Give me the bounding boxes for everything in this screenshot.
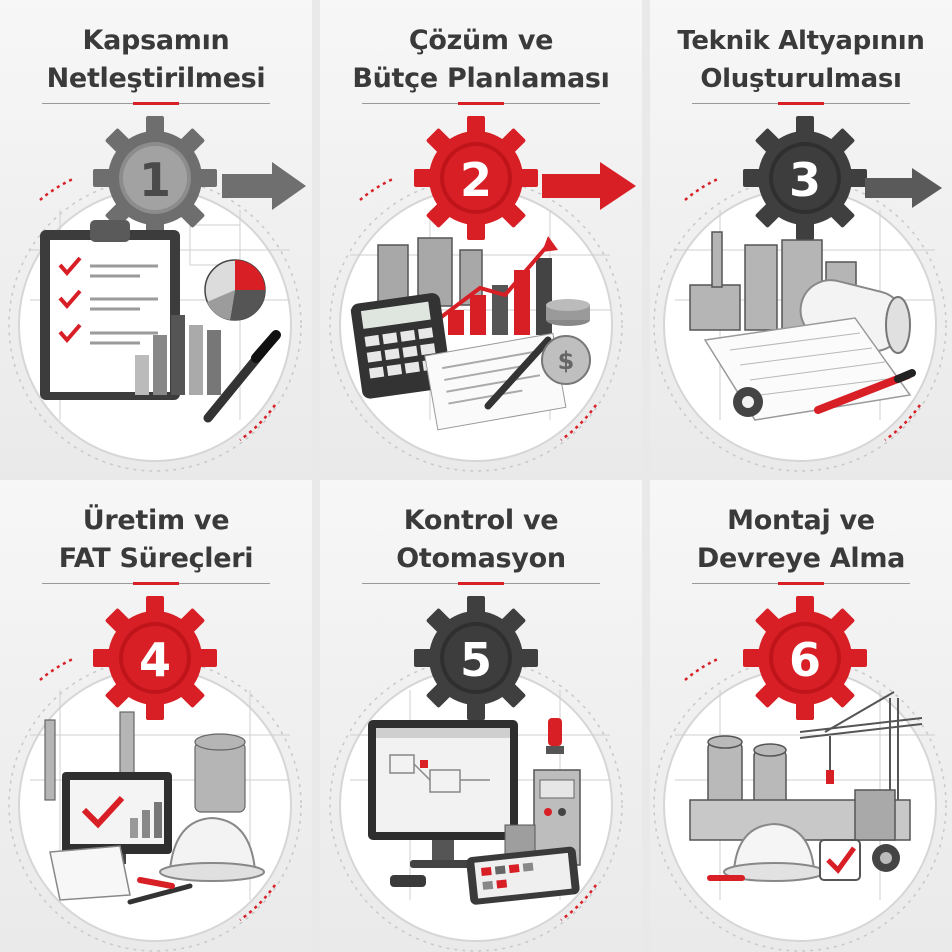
title-divider	[42, 582, 270, 585]
title-divider	[362, 582, 600, 585]
step-number: 4	[139, 633, 171, 687]
title-divider	[692, 102, 910, 105]
dollar-coin-icon: $	[541, 299, 591, 385]
title-divider	[42, 102, 270, 105]
step-title-line1: Üretim ve	[82, 505, 230, 536]
hard-hat-icon	[159, 816, 265, 882]
step-title: Kapsamın Netleştirilmesi	[0, 22, 312, 98]
step-illustration: 6	[653, 596, 947, 952]
gear-icon	[414, 116, 538, 240]
arrow-right-icon	[542, 162, 636, 210]
step-panel-2: Çözüm ve Bütçe Planlaması	[320, 0, 642, 472]
bar-chart-icon	[135, 315, 221, 395]
title-divider	[362, 102, 600, 105]
step-title-line1: Teknik Altyapının	[677, 26, 925, 56]
hard-hat-icon	[723, 822, 825, 882]
step-title: Montaj ve Devreye Alma	[650, 502, 952, 578]
step-number: 1	[139, 153, 171, 207]
title-divider	[692, 582, 910, 585]
gear-icon	[743, 596, 867, 720]
gear-icon	[93, 116, 217, 240]
step-number: 5	[460, 633, 492, 687]
step-title-line2: Devreye Alma	[696, 543, 906, 574]
arrow-right-icon	[222, 162, 306, 210]
gear-icon	[743, 116, 867, 240]
step-title-line1: Çözüm ve	[408, 25, 554, 56]
step-title-line2: Bütçe Planlaması	[352, 63, 610, 94]
gear-icon	[93, 596, 217, 720]
checkbox-icon	[819, 839, 861, 881]
step-title-line2: Netleştirilmesi	[46, 63, 266, 94]
tablet-icon	[466, 846, 580, 905]
step-illustration: 4	[8, 596, 302, 952]
pie-chart-icon	[204, 259, 266, 321]
step-title: Üretim ve FAT Süreçleri	[0, 502, 312, 578]
step-panel-6: Montaj ve Devreye Alma	[650, 480, 952, 952]
step-illustration: 1	[8, 116, 306, 472]
step-panel-1: Kapsamın Netleştirilmesi	[0, 0, 312, 472]
step-title: Teknik Altyapının Oluşturulması	[650, 22, 952, 98]
arrow-right-icon	[865, 168, 942, 208]
step-title-line2: FAT Süreçleri	[58, 543, 254, 574]
step-panel-4: Üretim ve FAT Süreçleri	[0, 480, 312, 952]
step-illustration: 3	[653, 116, 947, 472]
gear-icon	[414, 596, 538, 720]
step-number: 3	[789, 153, 821, 207]
step-title-line1: Kapsamın	[82, 25, 230, 56]
step-panel-3: Teknik Altyapının Oluşturulması	[650, 0, 952, 472]
step-panel-5: Kontrol ve Otomasyon	[320, 480, 642, 952]
monitor-checkmark-icon	[62, 772, 172, 864]
crane-icon	[799, 691, 923, 810]
step-title: Çözüm ve Bütçe Planlaması	[320, 22, 642, 98]
step-title-line2: Otomasyon	[396, 543, 566, 574]
step-illustration: 5	[329, 596, 623, 952]
step-title-line1: Kontrol ve	[403, 505, 559, 536]
step-title-line1: Montaj ve	[727, 505, 875, 536]
pen-icon	[203, 330, 281, 423]
step-number: 6	[789, 633, 821, 687]
step-number: 2	[460, 153, 492, 207]
svg-text:$: $	[558, 347, 575, 375]
step-title-line2: Oluşturulması	[700, 64, 902, 94]
step-title: Kontrol ve Otomasyon	[320, 502, 642, 578]
step-illustration: 2	[329, 116, 636, 472]
